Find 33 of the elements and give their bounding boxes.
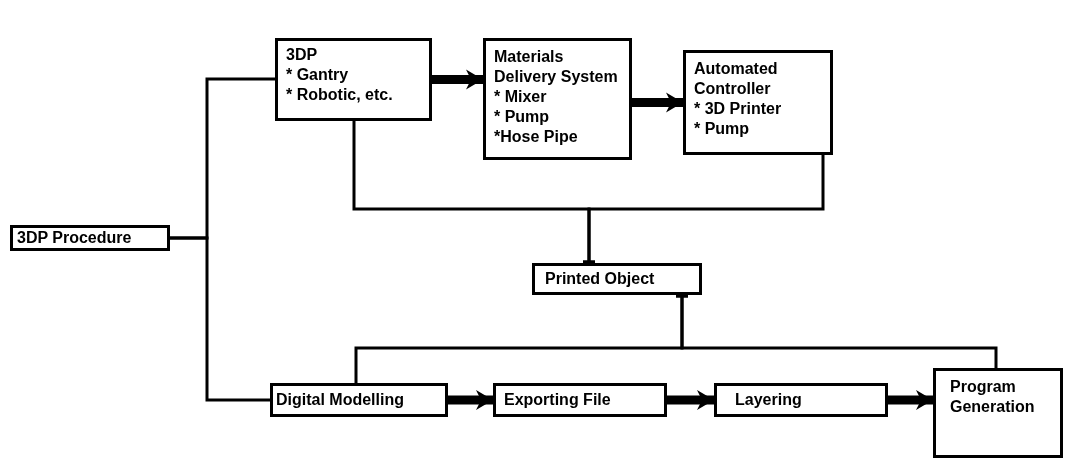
process-box: [10, 225, 170, 251]
list-item: * Pump: [694, 119, 751, 139]
process-box: [270, 383, 448, 417]
arrow: [448, 390, 493, 410]
box-heading: Digital Modelling: [276, 390, 405, 410]
connector-line: [170, 236, 270, 402]
process-box: [275, 38, 432, 121]
list-item: * Gantry: [286, 65, 350, 85]
process-box: [683, 50, 833, 155]
box-heading: Exporting File: [504, 390, 612, 410]
arrow: [888, 390, 933, 410]
arrow: [632, 92, 683, 113]
box-heading: Automated Controller: [694, 59, 779, 99]
process-box: [933, 368, 1063, 458]
list-item: * Robotic, etc.: [286, 85, 394, 105]
box-heading: Program Generation: [950, 377, 1036, 417]
process-box: [714, 383, 888, 417]
box-heading: Materials Delivery System: [494, 47, 619, 87]
arrow: [432, 69, 483, 90]
list-item: * Mixer: [494, 87, 548, 107]
process-box: [483, 38, 632, 160]
list-item: *Hose Pipe: [494, 127, 579, 147]
connector-line: [581, 155, 825, 264]
process-box: [493, 383, 667, 417]
list-item: * 3D Printer: [694, 99, 783, 119]
list-item: * Pump: [494, 107, 551, 127]
connector-line: [674, 294, 998, 368]
box-heading: Layering: [735, 390, 803, 410]
box-heading: Printed Object: [545, 269, 656, 289]
box-heading: 3DP: [286, 45, 319, 65]
arrow: [667, 390, 714, 410]
box-heading: 3DP Procedure: [17, 228, 133, 248]
process-box: [532, 263, 702, 295]
